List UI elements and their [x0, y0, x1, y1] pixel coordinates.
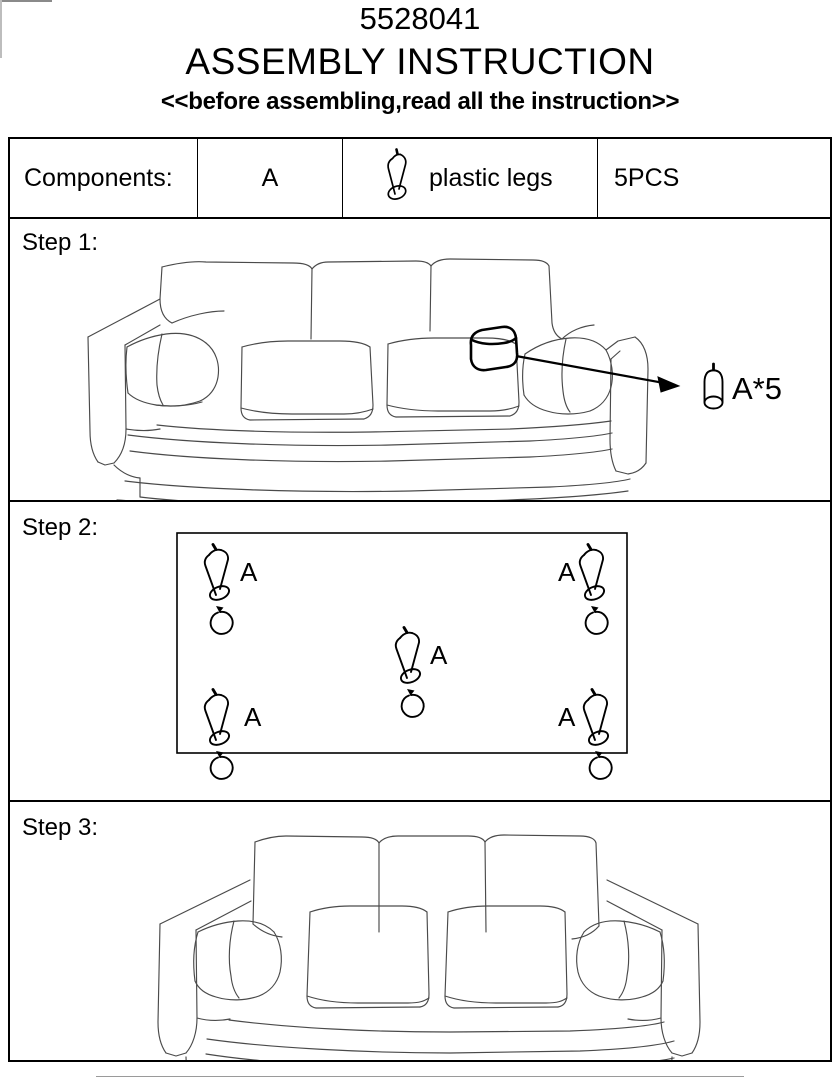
- components-part-code-cell: A: [198, 139, 342, 217]
- row-divider-step-1: [10, 500, 830, 502]
- column-divider-2: [342, 139, 343, 217]
- components-header-cell: Components:: [10, 139, 197, 217]
- rotation-arrow-bottom-right: [588, 751, 613, 780]
- step-2-leg-label-bottom-left: A: [244, 702, 262, 732]
- page-title: ASSEMBLY INSTRUCTION: [185, 41, 655, 82]
- step-3-label: Step 3:: [22, 814, 99, 841]
- components-part-name: plastic legs: [429, 163, 553, 192]
- rotation-arrow-bottom-left: [209, 751, 234, 780]
- next-section-rule: [96, 1076, 744, 1077]
- leg-top-right: [578, 543, 606, 601]
- step-1-section: Step 1:: [10, 219, 830, 500]
- column-divider-1: [197, 139, 198, 217]
- step-2-leg-label-top-right: A: [558, 557, 576, 587]
- row-divider-step-2: [10, 800, 830, 802]
- components-quantity: 5PCS: [614, 163, 680, 192]
- leg-top-left: [203, 543, 231, 601]
- step-2-leg-label-bottom-right: A: [558, 702, 576, 732]
- instruction-table: Components: A: [8, 137, 832, 1062]
- leg-center: [394, 626, 422, 684]
- document-note: <<before assembling,read all the instruc…: [160, 88, 680, 115]
- components-part-code: A: [261, 163, 279, 192]
- step-2-leg-label-top-left: A: [240, 557, 258, 587]
- components-quantity-cell: 5PCS: [598, 139, 830, 217]
- rotation-arrow-top-left: [209, 606, 234, 635]
- plastic-leg-icon: [696, 360, 732, 416]
- leg-socket-marker: [469, 325, 519, 372]
- page-edge-mark-left: [0, 0, 2, 58]
- step-2-leg-label-center: A: [430, 640, 448, 670]
- leg-bottom-left: [203, 688, 231, 746]
- step-2-label: Step 2:: [22, 514, 99, 541]
- components-part-name-cell: plastic legs: [343, 139, 597, 217]
- components-header-label: Components:: [24, 163, 173, 192]
- step-2-section: Step 2:: [10, 502, 830, 800]
- page-edge-mark-top: [0, 0, 52, 2]
- document-header: 5528041 ASSEMBLY INSTRUCTION <<before as…: [0, 0, 840, 130]
- rotation-arrow-top-right: [584, 606, 609, 635]
- step-3-section: Step 3:: [10, 802, 830, 1060]
- components-row: Components: A: [10, 139, 830, 217]
- plastic-leg-icon: [375, 148, 419, 208]
- document-code: 5528041: [359, 1, 481, 36]
- step-3-illustration: [157, 834, 701, 1060]
- step-1-callout-label: A*5: [732, 371, 782, 406]
- rotation-arrow-center: [400, 689, 425, 718]
- step-1-label: Step 1:: [22, 229, 99, 256]
- step-2-illustration: [176, 532, 628, 780]
- leg-bottom-right: [582, 688, 610, 746]
- row-divider-components: [10, 217, 830, 219]
- callout-arrow: [515, 354, 681, 393]
- column-divider-3: [597, 139, 598, 217]
